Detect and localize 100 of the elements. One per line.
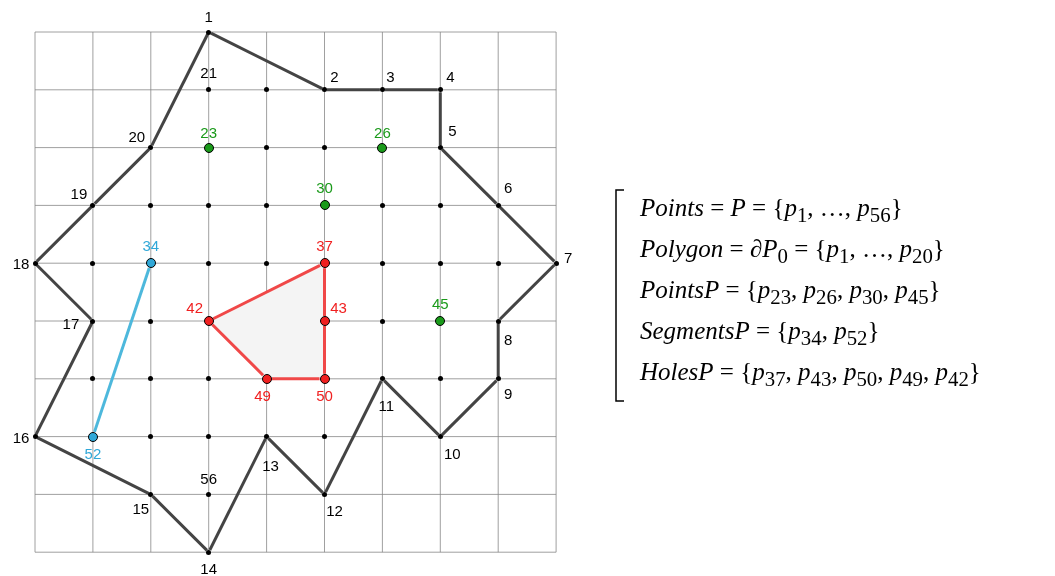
- point-number: 30: [316, 179, 333, 195]
- point-dot: [437, 202, 443, 208]
- point-number: 23: [200, 124, 218, 140]
- polygon-edge: [267, 437, 324, 494]
- colored-segment: [212, 264, 321, 321]
- point-dot: [319, 373, 330, 384]
- colored-segment: [211, 323, 265, 377]
- point-dot: [206, 376, 212, 382]
- point-dot: [148, 491, 154, 497]
- point-dot: [322, 145, 327, 151]
- point-number: 9: [504, 385, 513, 401]
- point-dot: [435, 316, 446, 326]
- point-number: 1: [204, 8, 213, 24]
- colored-segment: [93, 267, 151, 433]
- polygon-edge: [383, 379, 440, 436]
- point-number: 5: [448, 122, 457, 138]
- polygon-edge: [441, 148, 498, 205]
- point-number: 13: [262, 457, 279, 473]
- point-number: 18: [12, 255, 30, 271]
- point-dot: [206, 549, 212, 555]
- point-dot: [206, 87, 212, 93]
- polygon-edge: [34, 322, 94, 436]
- point-dot: [206, 491, 212, 497]
- point-dot: [90, 376, 96, 382]
- point-dot: [319, 316, 330, 326]
- point-dot: [203, 142, 214, 153]
- point-dot: [495, 318, 501, 324]
- polygon-edge: [496, 323, 500, 377]
- point-dot: [148, 318, 154, 324]
- set-definition: SegmentsP = {p$_{34}$, p$_{52}$}: [640, 317, 880, 350]
- point-number: 4: [446, 68, 455, 84]
- point-dot: [32, 434, 38, 440]
- polygon-edge: [327, 88, 380, 92]
- point-dot: [495, 202, 501, 208]
- point-dot: [87, 431, 98, 442]
- polygon-edge: [438, 92, 442, 146]
- polygon-edge: [35, 206, 93, 263]
- point-dot: [437, 87, 443, 93]
- point-number: 49: [254, 387, 271, 403]
- point-dot: [90, 318, 96, 324]
- polygon-edge: [151, 495, 208, 552]
- point-dot: [206, 260, 212, 266]
- polygon-edge: [210, 31, 323, 91]
- point-dot: [553, 260, 559, 266]
- point-number: 15: [132, 500, 150, 516]
- point-dot: [145, 258, 156, 269]
- point-dot: [437, 260, 443, 266]
- set-definition: PointsP = {p$_{23}$, p$_{26}$, p$_{30}$, p$_{45}$}: [640, 276, 941, 309]
- point-number: 52: [84, 445, 102, 461]
- point-dot: [32, 260, 38, 266]
- point-number: 37: [316, 237, 333, 253]
- point-dot: [206, 202, 212, 208]
- point-dot: [264, 202, 270, 208]
- point-dot: [495, 376, 501, 382]
- point-dot: [379, 202, 385, 208]
- point-number: 7: [563, 249, 573, 265]
- colored-segment: [271, 377, 320, 381]
- point-number: 12: [326, 502, 343, 518]
- polygon-edge: [498, 263, 556, 321]
- point-dot: [322, 434, 327, 440]
- polygon-edge: [35, 263, 93, 321]
- point-dot: [319, 200, 330, 211]
- point-dot: [379, 376, 385, 382]
- point-number: 3: [386, 68, 395, 84]
- point-dot: [203, 316, 214, 326]
- point-dot: [206, 29, 212, 35]
- set-definition: Polygon = ∂P$_{0}$ = {p$_{1}$, …, p$_{20}$}: [640, 235, 945, 268]
- polygon-edge: [384, 88, 438, 92]
- point-dot: [379, 87, 385, 93]
- polygon-edge: [498, 206, 556, 263]
- colored-segment: [323, 326, 326, 374]
- point-number: 45: [431, 295, 449, 311]
- point-number: 17: [62, 315, 80, 331]
- point-dot: [319, 258, 330, 269]
- point-number: 34: [142, 237, 160, 253]
- point-dot: [322, 491, 327, 497]
- polygon-edge: [93, 148, 151, 205]
- point-dot: [206, 434, 212, 440]
- polygon-edge: [441, 379, 498, 436]
- point-dot: [377, 142, 388, 153]
- point-dot: [148, 434, 154, 440]
- point-number: 42: [186, 299, 204, 315]
- point-number: 20: [128, 128, 146, 144]
- point-number: 50: [316, 387, 333, 403]
- point-dot: [437, 145, 443, 151]
- point-number: 8: [504, 331, 513, 347]
- point-number: 19: [70, 185, 88, 201]
- point-dot: [437, 376, 443, 382]
- point-dot: [379, 260, 385, 266]
- point-dot: [379, 318, 385, 324]
- point-number: 16: [12, 429, 30, 445]
- point-dot: [264, 87, 270, 93]
- point-dot: [148, 145, 154, 151]
- point-number: 10: [443, 445, 461, 461]
- polygon-edge: [324, 380, 383, 493]
- point-dot: [495, 260, 501, 266]
- point-number: 2: [330, 68, 339, 84]
- point-number: 6: [504, 179, 513, 195]
- point-number: 26: [374, 124, 391, 140]
- set-definition: Points = P = {p$_{1}$, …, p$_{56}$}: [640, 194, 903, 227]
